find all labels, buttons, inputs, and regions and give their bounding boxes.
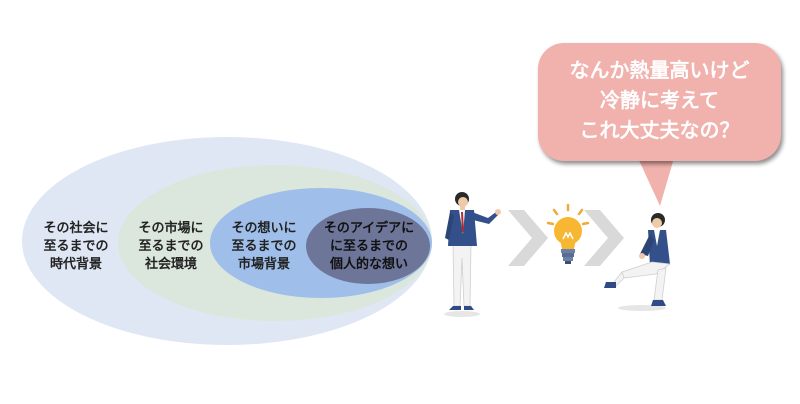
label-social-environment: その市場に 至るまでの 社会環境 [138,221,204,272]
speech-bubble [538,43,781,161]
speech-bubble-text: なんか熱量高いけど 冷静に考えて これ大丈夫なの？ [569,58,750,142]
ellipse-personal-thoughts [306,208,430,284]
seated-listener-figure [604,213,672,311]
chevron-arrow-1 [508,210,548,266]
lightbulb-icon [546,203,590,264]
speech-bubble-tail [638,158,674,206]
label-market-background: その想いに 至るまでの 市場背景 [231,221,297,272]
label-personal-thoughts: そのアイデアに に至るまでの 個人的な想い [323,221,415,272]
presenter-figure [444,192,501,317]
label-era-background: その社会に 至るまでの 時代背景 [43,221,109,272]
chevron-arrow-2 [584,210,624,266]
